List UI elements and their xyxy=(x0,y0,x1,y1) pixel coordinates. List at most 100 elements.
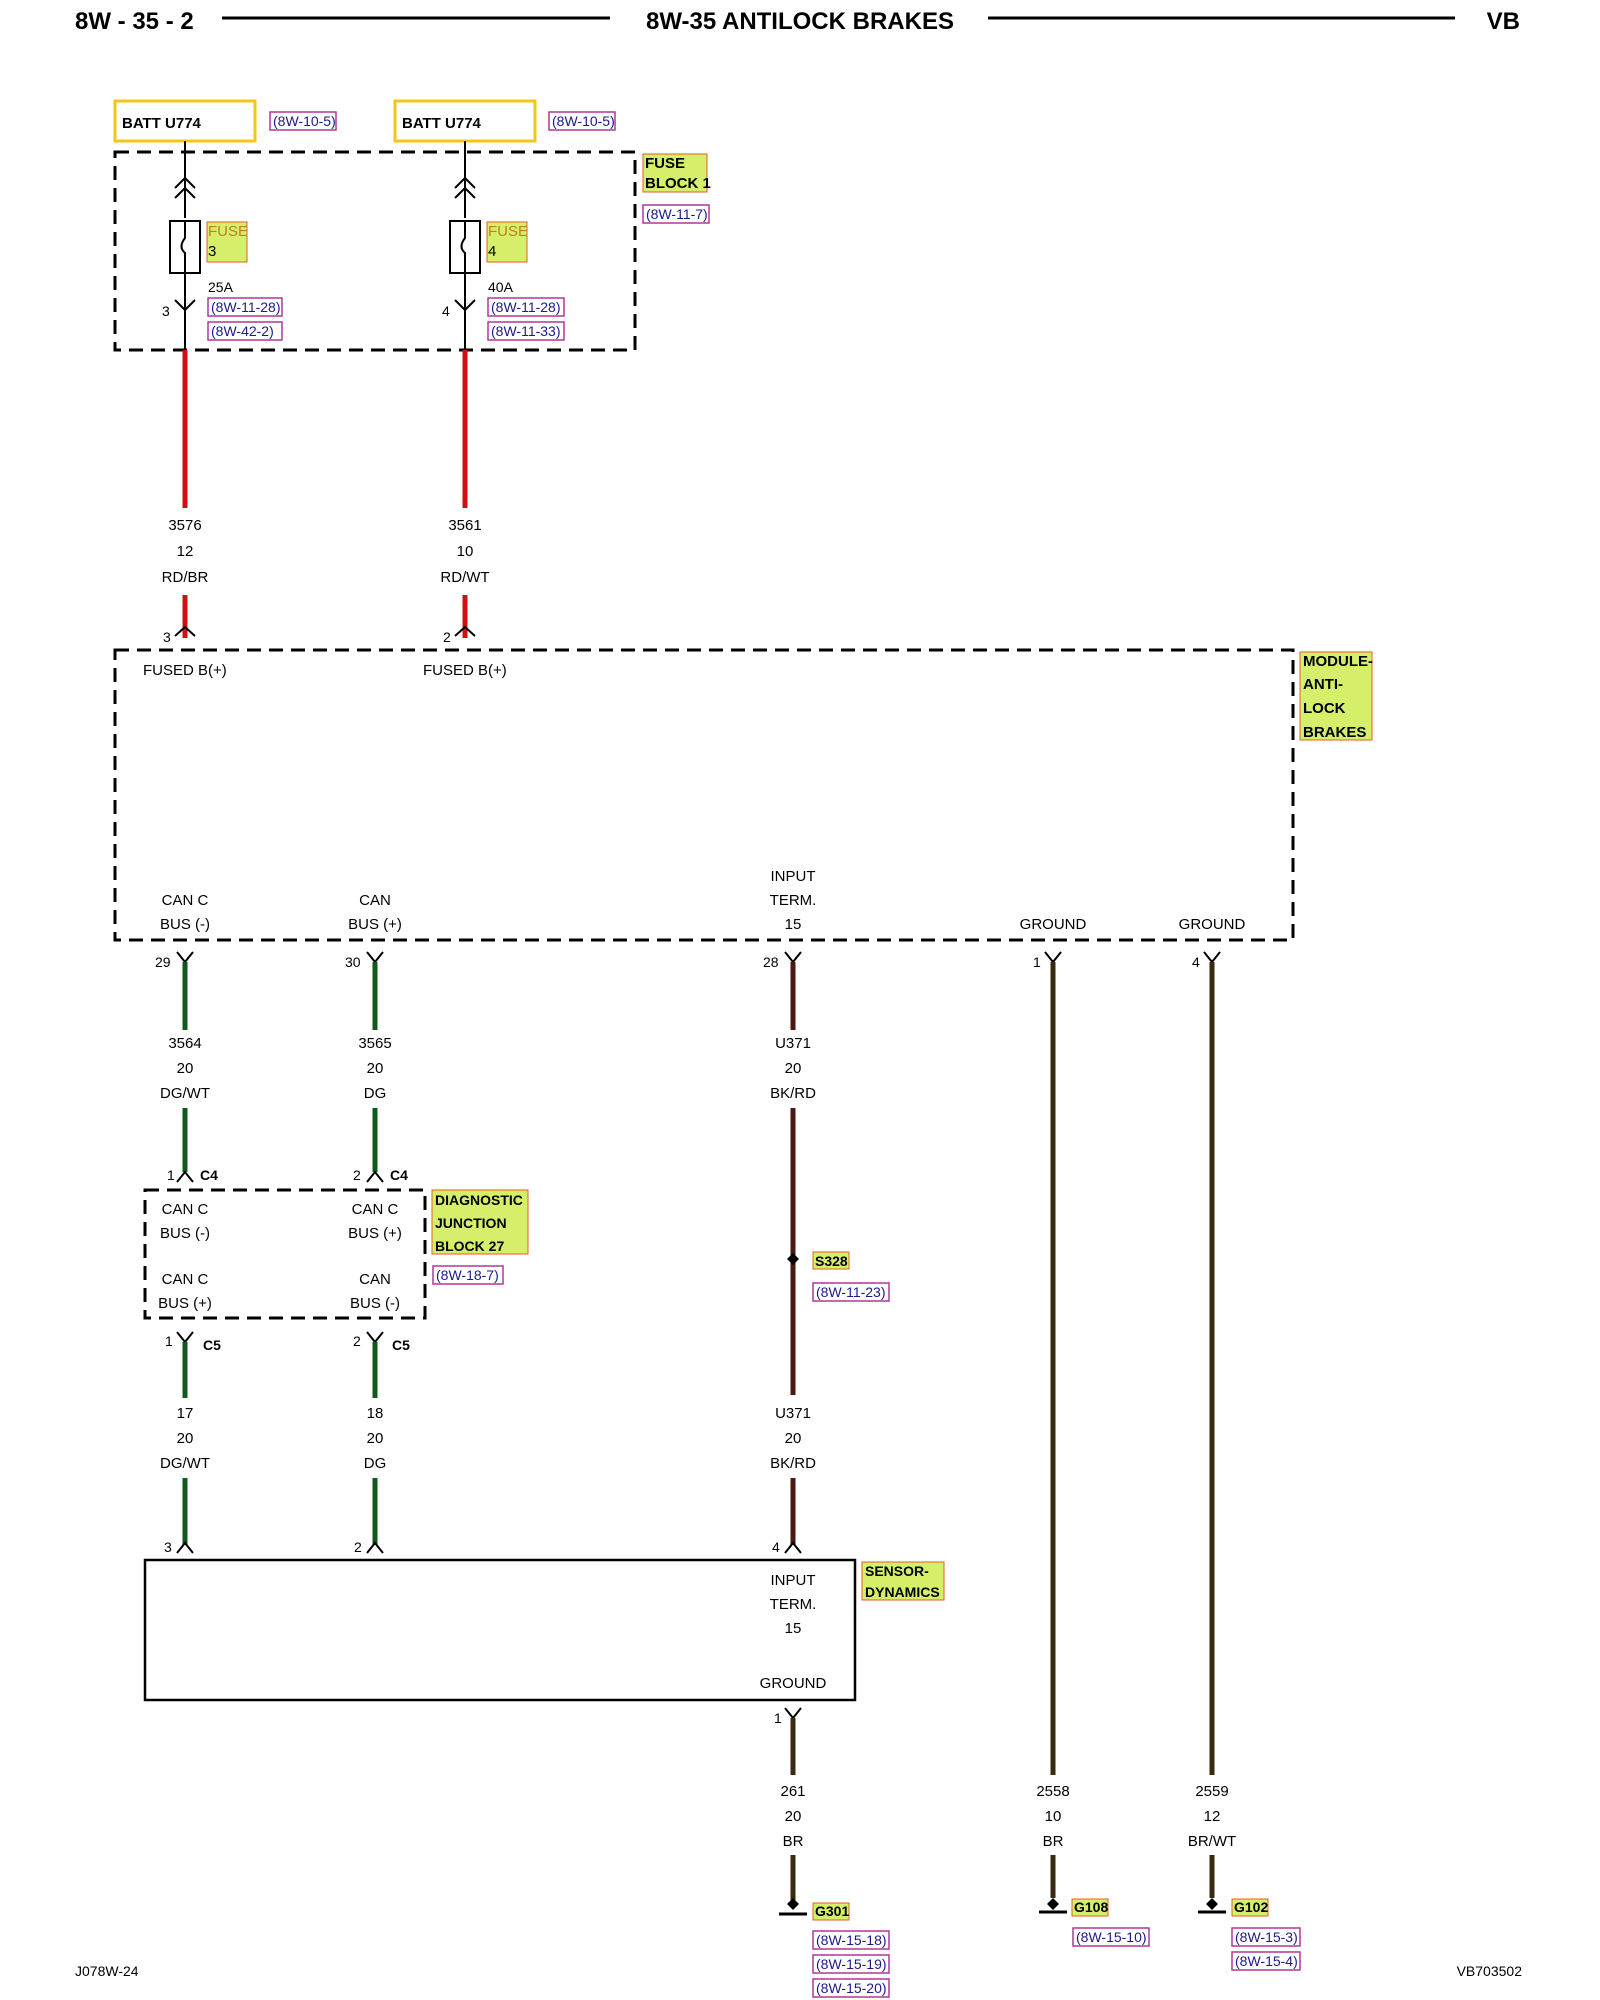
batt-ref[interactable]: (8W-10-5) xyxy=(273,113,336,129)
fuse-3[interactable]: FUSE 3 25A 3 (8W-11-28) (8W-42-2) xyxy=(162,141,283,350)
wire-gauge: 12 xyxy=(177,543,194,560)
djb-pin: 2 xyxy=(353,1167,361,1183)
module-pin: 2 xyxy=(443,629,451,645)
pin-label: GROUND xyxy=(1179,916,1246,933)
wire-circuit: U371 xyxy=(775,1405,811,1422)
splice-ref[interactable]: (8W-11-23) xyxy=(816,1284,886,1300)
pin-label: BUS (+) xyxy=(348,916,402,933)
ground-g102[interactable]: G102 (8W-15-3) (8W-15-4) xyxy=(1198,1898,1301,1971)
wire-circuit: 3576 xyxy=(168,517,201,534)
djb-title-1: DIAGNOSTIC xyxy=(435,1192,523,1208)
fuse-label: FUSE xyxy=(488,223,528,240)
wire-color: BR/WT xyxy=(1188,1833,1236,1850)
djb-label: BUS (-) xyxy=(160,1225,210,1242)
batt-source-2[interactable]: BATT U774 (8W-10-5) xyxy=(393,99,616,143)
wire-2558[interactable]: 2558 10 BR xyxy=(1036,962,1070,1898)
ground-ref[interactable]: (8W-15-4) xyxy=(1235,1953,1298,1969)
djb-ref[interactable]: (8W-18-7) xyxy=(436,1267,499,1283)
sensor-dynamics[interactable]: INPUT TERM. 15 GROUND SENSOR- DYNAMICS 1 xyxy=(143,1558,945,1726)
wire-3576[interactable]: 3576 12 RD/BR 3 xyxy=(162,350,209,645)
wire-17[interactable]: 17 20 DG/WT 3 xyxy=(160,1342,210,1555)
djb-label: CAN C xyxy=(162,1201,209,1218)
module-anti-lock-brakes[interactable]: FUSED B(+) FUSED B(+) MODULE- ANTI- LOCK… xyxy=(113,648,1373,942)
sensor-pin: 4 xyxy=(772,1539,780,1555)
wire-color: RD/WT xyxy=(440,569,489,586)
fuse-4[interactable]: FUSE 4 40A 4 (8W-11-28) (8W-11-33) xyxy=(442,141,565,350)
fuse-rating: 40A xyxy=(488,279,514,295)
sensor-title-2: DYNAMICS xyxy=(865,1584,940,1600)
ground-ref[interactable]: (8W-15-18) xyxy=(816,1932,887,1948)
wire-color: DG xyxy=(364,1455,387,1472)
module-pin: 30 xyxy=(345,954,361,970)
fuse-label: FUSE xyxy=(208,223,248,240)
ground-ref[interactable]: (8W-15-20) xyxy=(816,1980,887,1996)
djb-connector: C4 xyxy=(200,1167,218,1183)
ground-g108[interactable]: G108 (8W-15-10) xyxy=(1039,1898,1150,1947)
ground-icon xyxy=(1206,1898,1218,1910)
batt-ref[interactable]: (8W-10-5) xyxy=(552,113,615,129)
fuse-pin: 3 xyxy=(162,303,170,319)
wire-circuit: 261 xyxy=(780,1783,805,1800)
pin-label: 15 xyxy=(785,916,802,933)
fuse-rating: 25A xyxy=(208,279,234,295)
fuse-ref[interactable]: (8W-11-28) xyxy=(211,299,281,315)
ground-ref[interactable]: (8W-15-10) xyxy=(1076,1929,1147,1945)
wire-circuit: 2559 xyxy=(1195,1783,1228,1800)
wire-3561[interactable]: 3561 10 RD/WT 2 xyxy=(440,350,490,645)
wire-gauge: 20 xyxy=(177,1430,194,1447)
module-pin: 29 xyxy=(155,954,171,970)
diagnostic-junction-block-27[interactable]: 1 C4 2 C4 CAN C BUS (-) CAN C BUS (+) CA… xyxy=(143,1167,529,1353)
footer-right-code: VB703502 xyxy=(1457,1963,1523,1979)
ground-ref[interactable]: (8W-15-19) xyxy=(816,1956,887,1972)
fuse-block-label-1: FUSE xyxy=(645,155,685,172)
djb-label: BUS (+) xyxy=(158,1295,212,1312)
wire-3565[interactable]: 3565 20 DG xyxy=(358,962,392,1172)
ground-g301[interactable]: G301 (8W-15-18) (8W-15-19) (8W-15-20) xyxy=(779,1898,890,1998)
ground-name: G108 xyxy=(1074,1899,1108,1915)
fuse-ref[interactable]: (8W-11-28) xyxy=(491,299,561,315)
wire-circuit: 3565 xyxy=(358,1035,391,1052)
wire-u371-upper[interactable]: U371 20 BK/RD xyxy=(770,962,816,1395)
batt-source-1[interactable]: BATT U774 (8W-10-5) xyxy=(113,99,337,143)
fuse-ref[interactable]: (8W-42-2) xyxy=(211,323,274,339)
sensor-pin: 2 xyxy=(354,1539,362,1555)
splice-name: S328 xyxy=(815,1253,848,1269)
wire-color: DG/WT xyxy=(160,1455,210,1472)
djb-pin: 1 xyxy=(165,1333,173,1349)
wire-261[interactable]: 261 20 BR xyxy=(780,1718,806,1900)
sensor-ground-pin: 1 xyxy=(774,1710,782,1726)
wire-color: BR xyxy=(1043,1833,1064,1850)
pin-label: CAN C xyxy=(162,892,209,909)
djb-title-2: JUNCTION xyxy=(435,1215,507,1231)
wire-gauge: 10 xyxy=(1045,1808,1062,1825)
splice-s328[interactable]: S328 (8W-11-23) xyxy=(787,1251,890,1302)
fuse-ref[interactable]: (8W-11-33) xyxy=(491,323,561,339)
page-number: 8W - 35 - 2 xyxy=(75,8,194,35)
fuse-block-ref[interactable]: (8W-11-7) xyxy=(646,206,708,222)
wire-color: RD/BR xyxy=(162,569,209,586)
wire-18[interactable]: 18 20 DG 2 xyxy=(354,1342,386,1555)
ground-icon xyxy=(1047,1898,1059,1910)
sensor-pin-label: 15 xyxy=(785,1620,802,1637)
pin-label: GROUND xyxy=(1020,916,1087,933)
sensor-pin-label: TERM. xyxy=(770,1596,817,1613)
wire-u371-lower[interactable]: U371 20 BK/RD 4 xyxy=(770,1405,816,1555)
wire-circuit: 18 xyxy=(367,1405,384,1422)
fuse-block-1[interactable]: FUSE BLOCK 1 (8W-11-7) xyxy=(113,150,711,352)
wire-3564[interactable]: 3564 20 DG/WT xyxy=(160,962,210,1172)
ground-ref[interactable]: (8W-15-3) xyxy=(1235,1929,1298,1945)
djb-connector: C4 xyxy=(390,1167,408,1183)
wire-color: DG xyxy=(364,1085,387,1102)
wire-gauge: 20 xyxy=(367,1430,384,1447)
wire-gauge: 20 xyxy=(177,1060,194,1077)
djb-title-3: BLOCK 27 xyxy=(435,1238,504,1254)
djb-label: CAN xyxy=(359,1271,391,1288)
page-header: 8W - 35 - 2 8W-35 ANTILOCK BRAKES VB xyxy=(75,8,1520,35)
wire-circuit: 3564 xyxy=(168,1035,201,1052)
ground-name: G102 xyxy=(1234,1899,1268,1915)
wire-color: BK/RD xyxy=(770,1455,816,1472)
wire-gauge: 20 xyxy=(785,1808,802,1825)
footer-left-code: J078W-24 xyxy=(75,1963,139,1979)
wire-2559[interactable]: 2559 12 BR/WT xyxy=(1188,962,1236,1898)
wire-circuit: U371 xyxy=(775,1035,811,1052)
